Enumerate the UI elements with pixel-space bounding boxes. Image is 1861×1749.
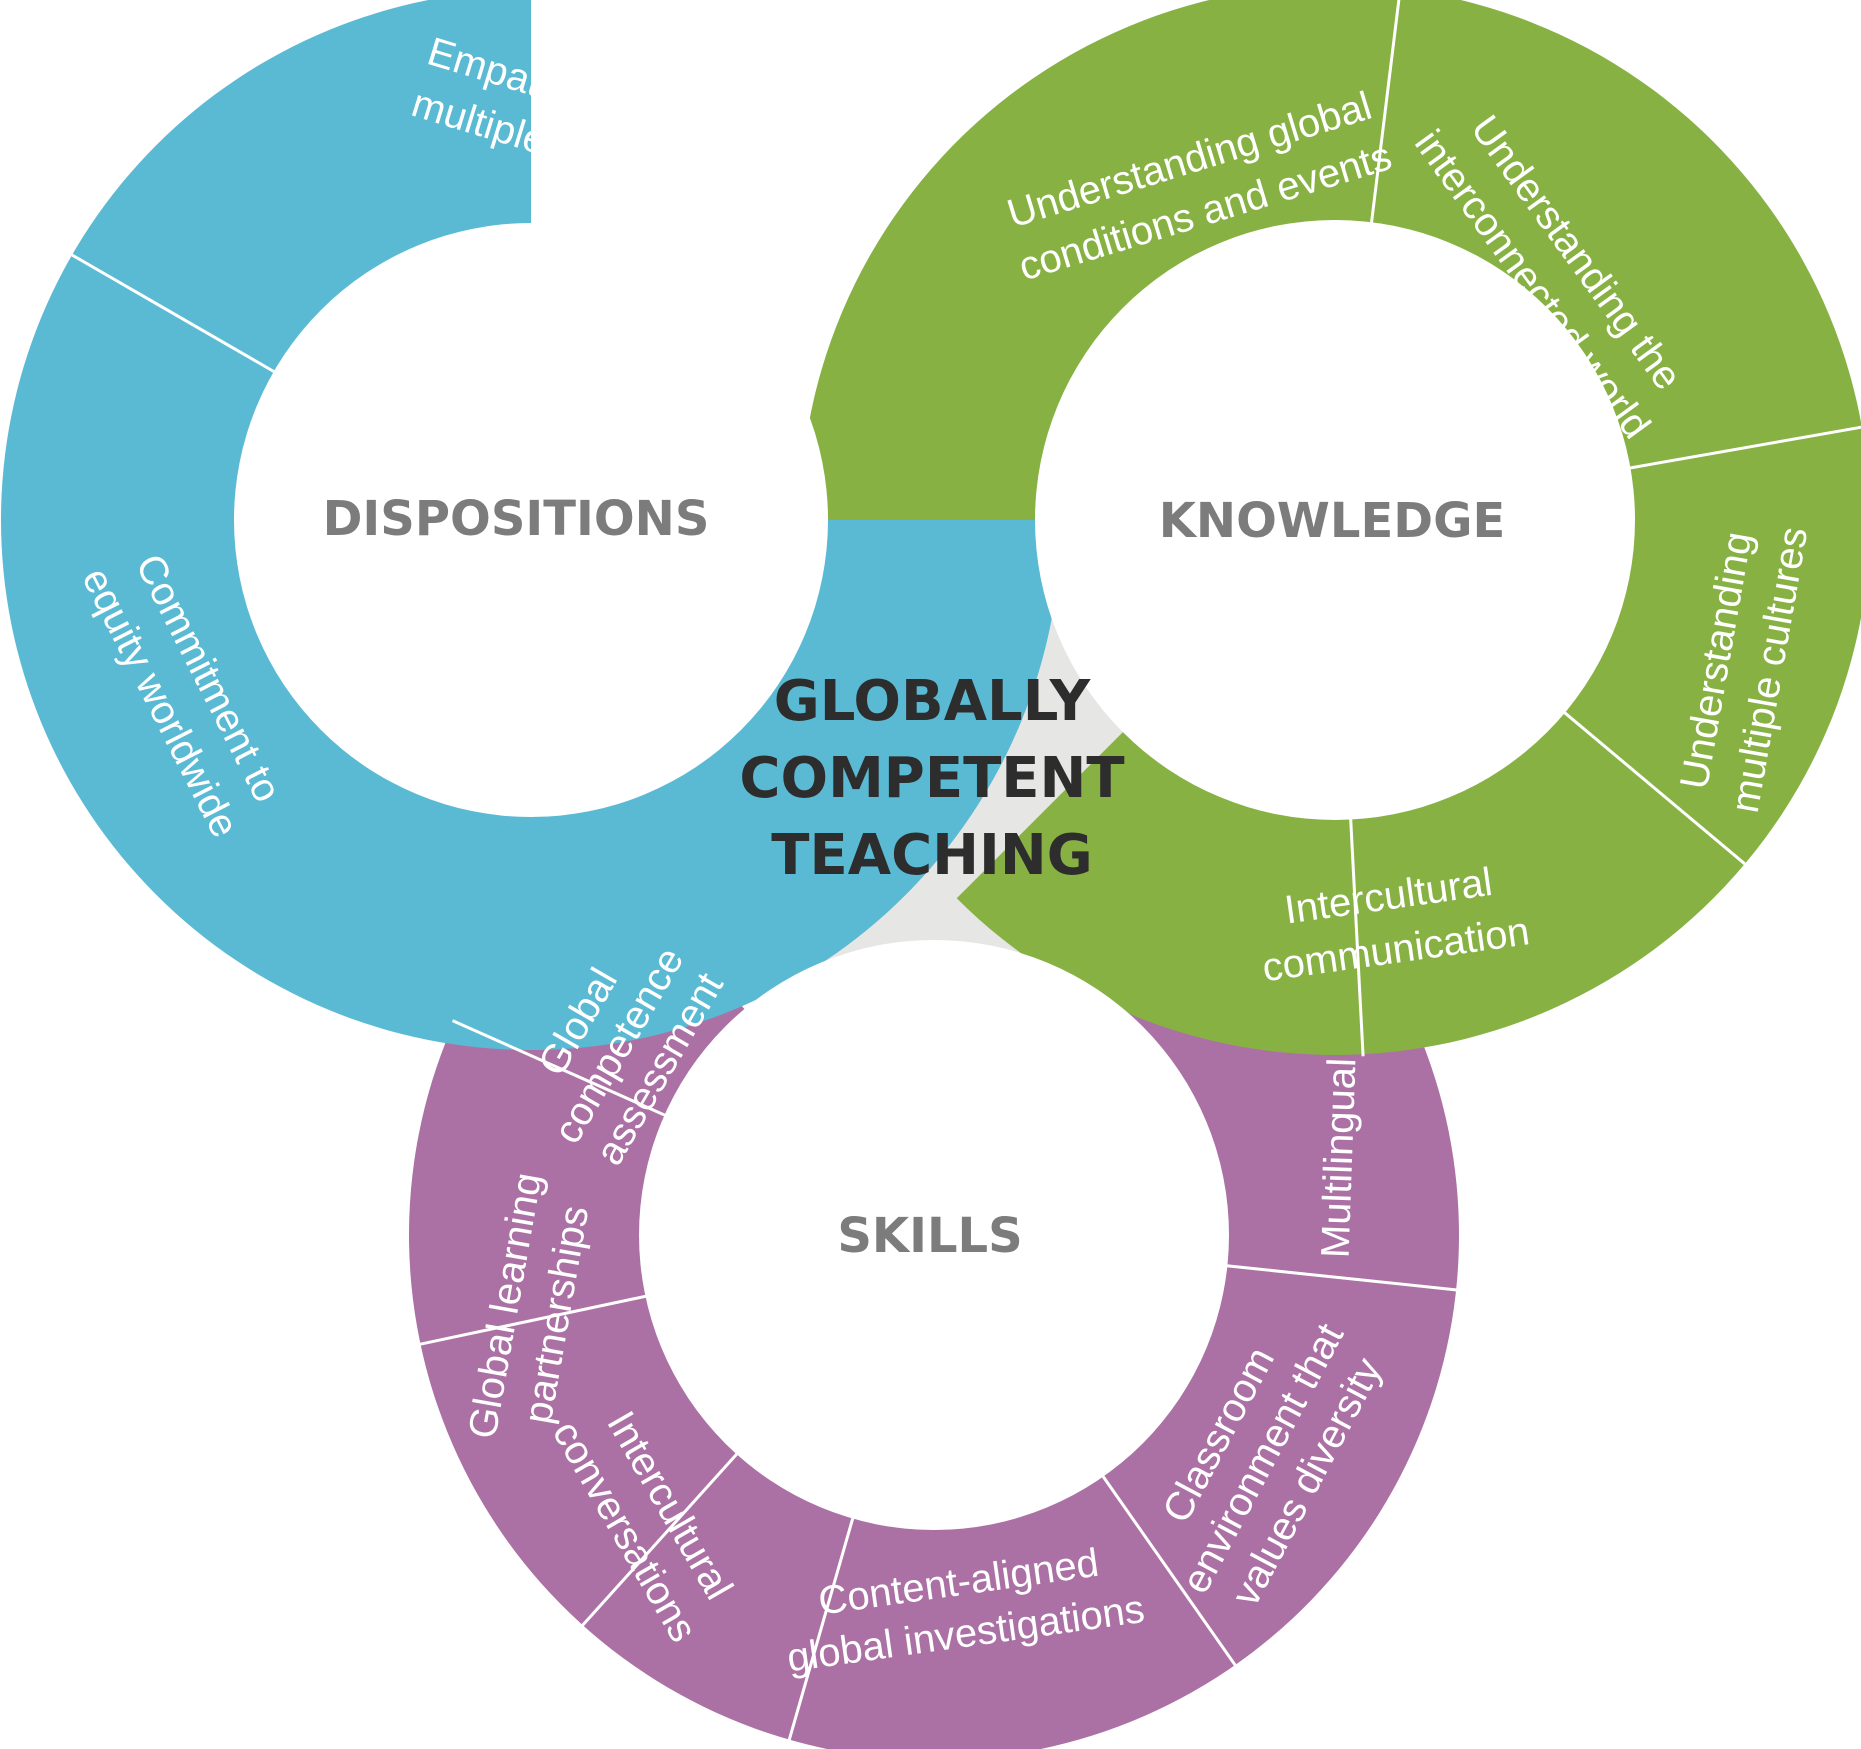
skills-segment-label: Multilingual [1314, 1057, 1365, 1259]
dispositions-title: DISPOSITIONS [323, 491, 710, 547]
knowledge-inner-circle [1035, 220, 1635, 820]
knowledge-title: KNOWLEDGE [1159, 493, 1506, 549]
knowledge-divider [1562, 710, 1748, 867]
skills-title: SKILLS [837, 1208, 1022, 1264]
dispositions-divider [69, 252, 277, 374]
skills-segment-label: Classroomenvironment thatvalues diversit… [1129, 1293, 1396, 1624]
skills-inner-circle [639, 940, 1229, 1530]
skills-divider [580, 1451, 740, 1628]
knowledge-divider [1349, 817, 1365, 1057]
skills-divider [418, 1294, 648, 1347]
knowledge-divider [1369, 0, 1401, 225]
skills-divider [1100, 1474, 1238, 1668]
skills-divider [451, 1019, 667, 1118]
skills-divider [1225, 1264, 1459, 1292]
knowledge-divider [1628, 425, 1861, 470]
skills-divider [787, 1516, 855, 1742]
dispositions-inner-circle [234, 223, 828, 817]
